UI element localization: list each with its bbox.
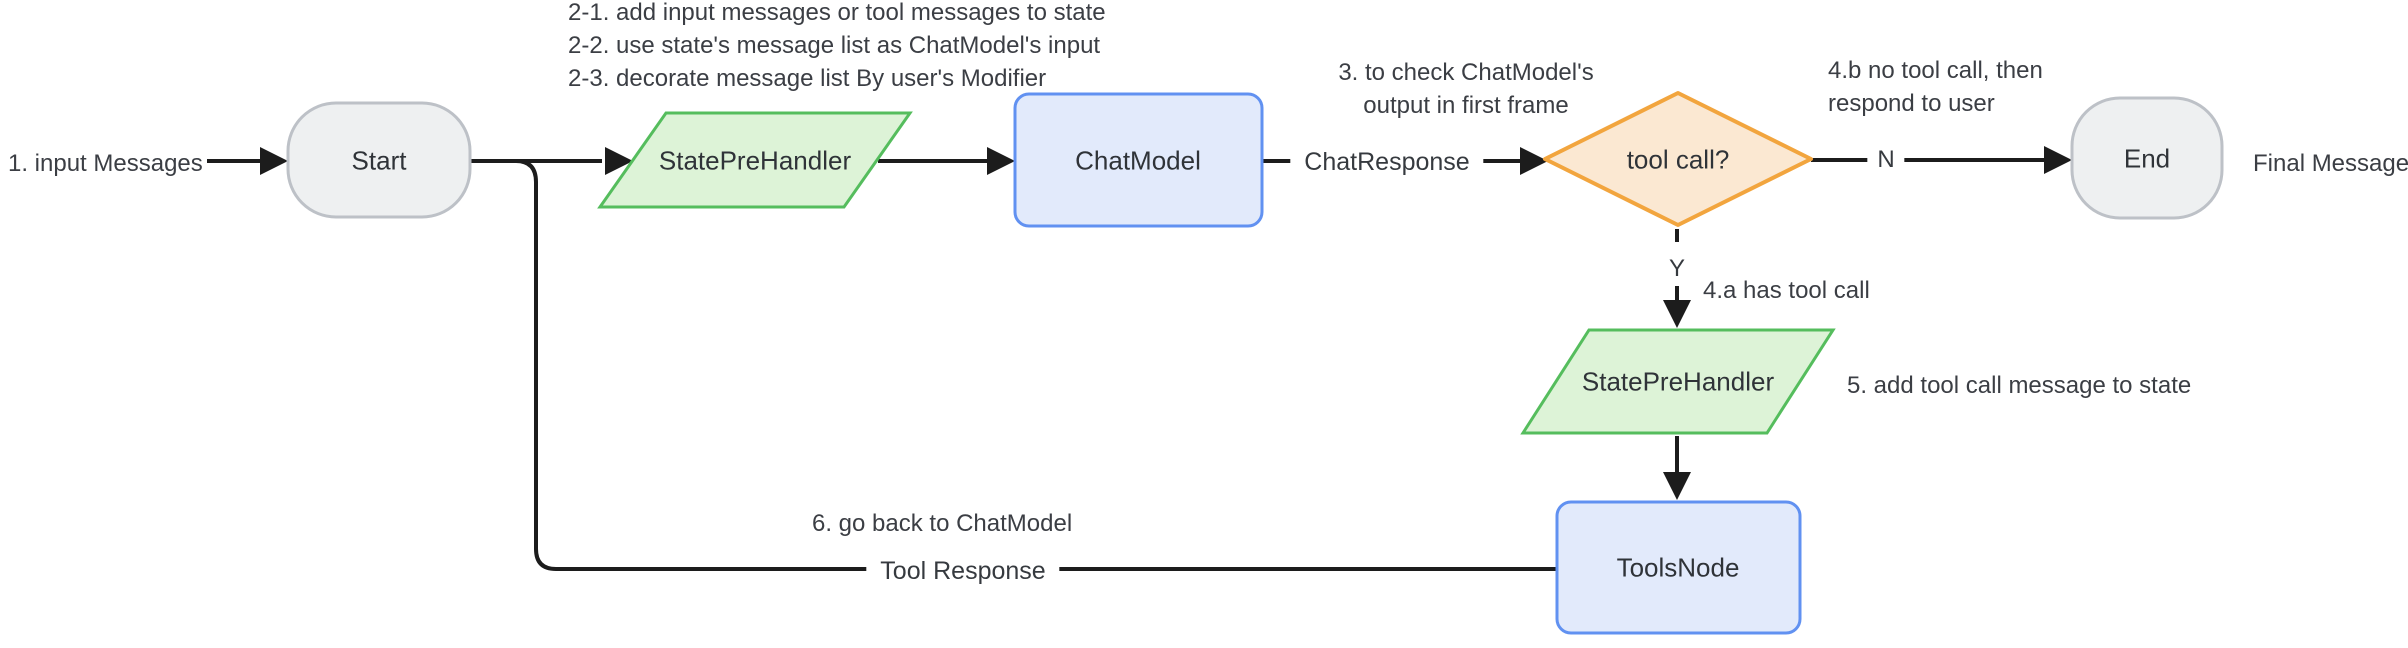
annotation-step3-line1: 3. to check ChatModel's xyxy=(1338,59,1594,86)
annotation-step4b-block: 4.b no tool call, then respond to user xyxy=(1828,54,2043,120)
annotation-step2-line2: 2-2. use state's message list as ChatMod… xyxy=(568,32,1101,59)
end-node-label: End xyxy=(2123,143,2171,174)
annotation-step1-input-messages: 1. input Messages xyxy=(8,150,203,177)
annotation-final-message: Final Message xyxy=(2253,150,2408,177)
end-node-shape xyxy=(2070,96,2224,220)
prehandler2-node-label: StatePreHandler xyxy=(1581,366,1775,397)
arrowhead-into-toolsnode xyxy=(1663,472,1691,500)
prehandler2-node-shape xyxy=(1520,328,1836,435)
annotation-step6: 6. go back to ChatModel xyxy=(812,510,1073,537)
start-node-shape xyxy=(286,101,472,219)
annotation-step5: 5. add tool call message to state xyxy=(1847,372,2192,399)
chatmodel-node-shape xyxy=(1013,92,1264,228)
prehandler1-node-label: StatePreHandler xyxy=(658,145,852,176)
arrowhead-into-prehandler1 xyxy=(605,147,633,175)
annotation-step3-line2: output in first frame xyxy=(1363,92,1569,119)
edge-label-toolresponse: Tool Response xyxy=(866,554,1060,588)
arrowhead-into-start xyxy=(260,147,288,175)
toolsnode-node-shape xyxy=(1555,500,1802,635)
annotation-step4b-line1: 4.b no tool call, then xyxy=(1828,57,2043,84)
annotation-step2-block: 2-1. add input messages or tool messages… xyxy=(568,0,1106,95)
toolcall-decision-label: tool call? xyxy=(1626,144,1730,175)
annotation-step3-block: 3. to check ChatModel's output in first … xyxy=(1338,56,1593,122)
edge-label-chatresponse: ChatResponse xyxy=(1290,145,1484,179)
start-node-label: Start xyxy=(351,145,407,176)
edge-label-y: Y xyxy=(1658,252,1696,286)
arrowhead-into-chatmodel xyxy=(987,147,1015,175)
arrowhead-into-prehandler2 xyxy=(1663,300,1691,328)
annotation-step2-line3: 2-3. decorate message list By user's Mod… xyxy=(568,65,1047,92)
toolsnode-node-label: ToolsNode xyxy=(1616,552,1740,583)
annotation-step2-line1: 2-1. add input messages or tool messages… xyxy=(568,0,1106,26)
edge-label-n: N xyxy=(1867,143,1905,177)
annotation-step4a: 4.a has tool call xyxy=(1703,277,1870,304)
chatmodel-node-label: ChatModel xyxy=(1075,145,1201,176)
edge-toolsnode-loopback xyxy=(515,159,1557,571)
toolcall-decision-shape xyxy=(1543,91,1813,227)
arrowhead-into-end xyxy=(2044,146,2072,174)
arrowhead-into-toolcall xyxy=(1520,147,1548,175)
annotation-step4b-line2: respond to user xyxy=(1828,90,1995,117)
prehandler1-node-shape xyxy=(597,111,913,209)
